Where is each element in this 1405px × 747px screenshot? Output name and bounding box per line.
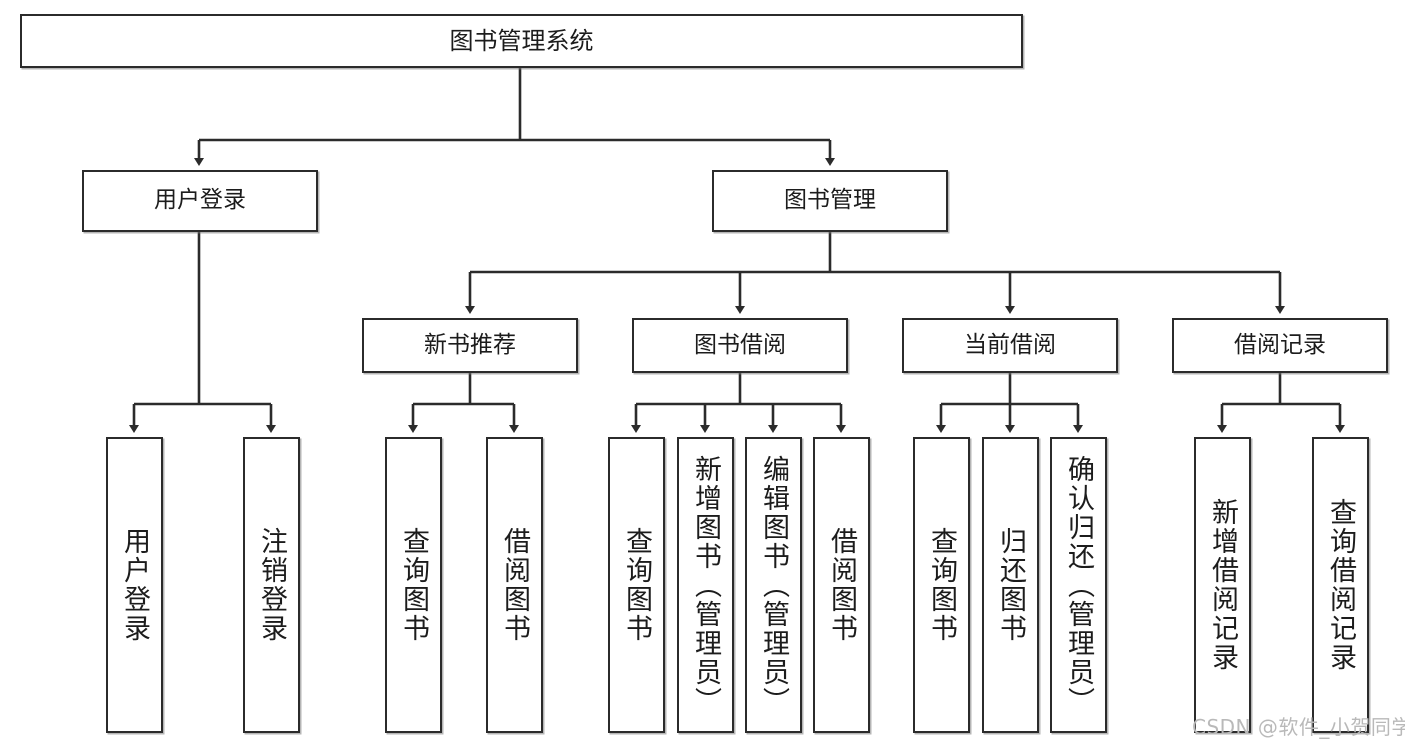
- node-leaf-logout-label: 注销登录: [256, 527, 287, 643]
- node-leaf-query-record-label: 查询借阅记录: [1325, 498, 1356, 672]
- watermark-text: CSDN @软件_小贺同学: [1192, 715, 1405, 739]
- node-book-manage-label: 图书管理: [784, 187, 876, 214]
- node-leaf-return-book-label: 归还图书: [995, 527, 1026, 643]
- node-leaf-query-record[interactable]: 查询借阅记录: [1312, 437, 1369, 733]
- node-leaf-add-record-label: 新增借阅记录: [1207, 498, 1238, 672]
- node-book-borrow[interactable]: 图书借阅: [632, 318, 848, 373]
- node-root-label: 图书管理系统: [449, 26, 594, 55]
- node-new-book-rec[interactable]: 新书推荐: [362, 318, 578, 373]
- node-root[interactable]: 图书管理系统: [20, 14, 1023, 68]
- node-leaf-query-book-1[interactable]: 查询图书: [385, 437, 442, 733]
- node-leaf-logout[interactable]: 注销登录: [243, 437, 300, 733]
- node-leaf-confirm-return[interactable]: 确认归还（管理员）: [1050, 437, 1107, 733]
- node-leaf-query-book-2[interactable]: 查询图书: [608, 437, 665, 733]
- node-new-book-rec-label: 新书推荐: [424, 331, 516, 358]
- node-leaf-user-login-label: 用户登录: [119, 527, 150, 643]
- node-leaf-query-book-3-label: 查询图书: [926, 527, 957, 643]
- node-user-login[interactable]: 用户登录: [82, 170, 318, 232]
- node-leaf-borrow-book-1[interactable]: 借阅图书: [486, 437, 543, 733]
- node-book-borrow-label: 图书借阅: [694, 331, 786, 358]
- node-current-borrow[interactable]: 当前借阅: [902, 318, 1118, 373]
- node-leaf-confirm-return-label: 确认归还（管理员）: [1063, 454, 1094, 716]
- node-current-borrow-label: 当前借阅: [964, 331, 1056, 358]
- node-borrow-record[interactable]: 借阅记录: [1172, 318, 1388, 373]
- node-borrow-record-label: 借阅记录: [1234, 331, 1326, 358]
- node-leaf-return-book[interactable]: 归还图书: [982, 437, 1039, 733]
- node-leaf-query-book-2-label: 查询图书: [621, 527, 652, 643]
- node-leaf-add-book[interactable]: 新增图书（管理员）: [677, 437, 734, 733]
- node-leaf-query-book-1-label: 查询图书: [398, 527, 429, 643]
- node-leaf-add-record[interactable]: 新增借阅记录: [1194, 437, 1251, 733]
- node-leaf-user-login[interactable]: 用户登录: [106, 437, 163, 733]
- node-leaf-borrow-book-2-label: 借阅图书: [826, 527, 857, 643]
- node-user-login-label: 用户登录: [154, 187, 246, 214]
- node-leaf-edit-book-label: 编辑图书（管理员）: [758, 454, 789, 716]
- node-leaf-borrow-book-2[interactable]: 借阅图书: [813, 437, 870, 733]
- node-leaf-query-book-3[interactable]: 查询图书: [913, 437, 970, 733]
- node-book-manage[interactable]: 图书管理: [712, 170, 948, 232]
- node-leaf-add-book-label: 新增图书（管理员）: [690, 454, 721, 716]
- node-leaf-edit-book[interactable]: 编辑图书（管理员）: [745, 437, 802, 733]
- node-leaf-borrow-book-1-label: 借阅图书: [499, 527, 530, 643]
